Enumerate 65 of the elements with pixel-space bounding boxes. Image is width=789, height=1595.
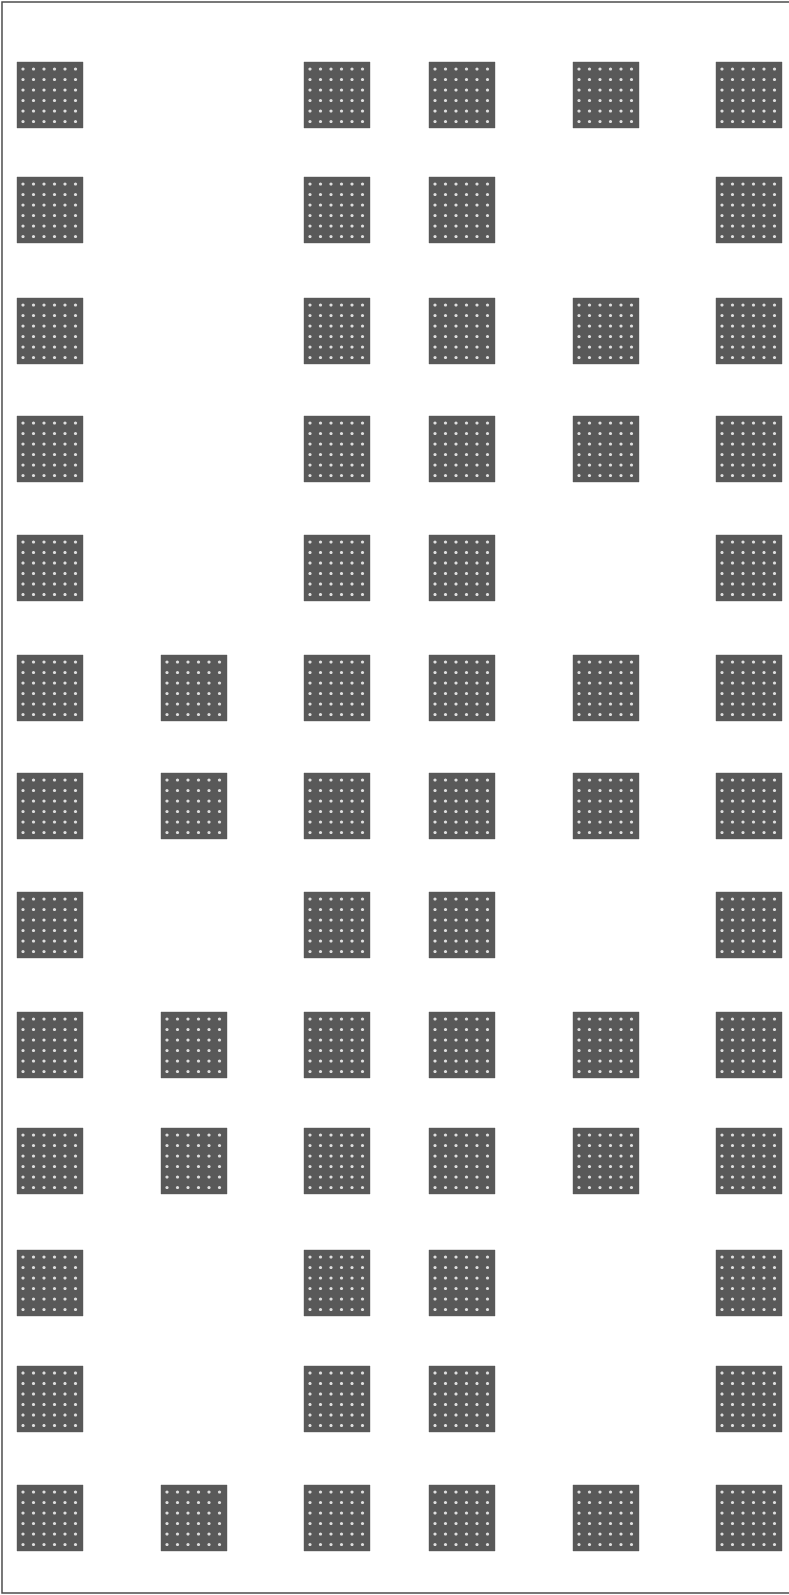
chip-square [715,1011,783,1079]
chip-square [303,1127,371,1195]
chip-square [572,1484,640,1552]
chip-square [303,415,371,483]
chip-square [572,1127,640,1195]
chip-square [428,1484,496,1552]
chip-square [303,1011,371,1079]
chip-square [303,534,371,602]
chip-square [572,415,640,483]
chip-square [715,772,783,840]
chip-square [303,1249,371,1317]
chip-square [303,891,371,959]
chip-square [16,1484,84,1552]
chip-square [16,61,84,129]
chip-square [303,176,371,244]
chip-square [715,1365,783,1433]
chip-square [303,772,371,840]
chip-square [715,1484,783,1552]
chip-square [428,772,496,840]
chip-square [715,1127,783,1195]
chip-square [428,654,496,722]
chip-square [160,1484,228,1552]
chip-square [715,415,783,483]
chip-square [160,772,228,840]
chip-square [715,891,783,959]
chip-square [303,654,371,722]
chip-square [572,654,640,722]
chip-square [16,1249,84,1317]
chip-square [303,297,371,365]
chip-square [428,61,496,129]
chip-square [303,1365,371,1433]
chip-square [715,176,783,244]
chip-square [428,1249,496,1317]
chip-square [16,891,84,959]
chip-square [572,772,640,840]
chip-square [16,297,84,365]
chip-square [715,1249,783,1317]
chip-square [572,61,640,129]
chip-square [715,654,783,722]
chip-square [715,297,783,365]
chip-square [428,297,496,365]
chip-square [16,1011,84,1079]
chip-square [428,891,496,959]
chip-square [428,1127,496,1195]
chip-square [160,654,228,722]
chip-square [16,176,84,244]
chip-square [16,415,84,483]
chip-square [160,1127,228,1195]
chip-square [572,297,640,365]
chip-square [428,534,496,602]
chip-square [428,1011,496,1079]
chip-square [16,534,84,602]
chip-square [16,1127,84,1195]
chip-square [428,1365,496,1433]
chip-square [572,1011,640,1079]
chip-square [428,415,496,483]
chip-square [715,534,783,602]
chip-square [160,1011,228,1079]
chip-square [16,772,84,840]
chip-square [303,1484,371,1552]
chip-square [16,654,84,722]
chip-square [428,176,496,244]
chip-square [303,61,371,129]
chip-square [16,1365,84,1433]
chip-square [715,61,783,129]
